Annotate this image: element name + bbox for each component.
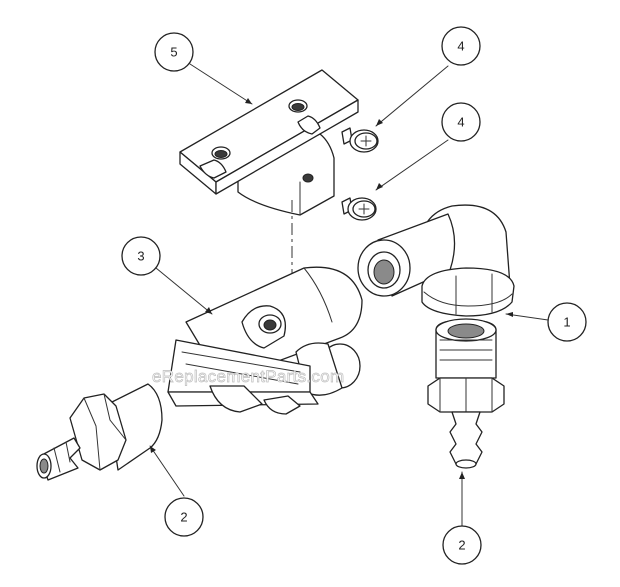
callout-3-label: 3 [137,249,144,264]
watermark: eReplacementParts.com [152,367,344,386]
callout-4-upper: 4 [441,26,481,66]
callout-5-label: 5 [170,45,177,60]
valve-body [167,266,363,415]
callout-3: 3 [121,236,161,276]
callout-1: 1 [547,302,587,342]
callout-4-upper-label: 4 [457,39,464,54]
callout-2-left: 2 [164,497,204,537]
callout-5: 5 [154,32,194,72]
screw-lower [341,197,377,221]
hose-barb-left [36,383,163,481]
callout-4-lower: 4 [441,102,481,142]
screw-upper [341,127,379,153]
elbow-fitting [357,204,515,317]
callout-4-lower-label: 4 [457,115,464,130]
hose-barb-right [427,318,505,469]
callout-2-right-label: 2 [458,538,465,553]
callout-1-label: 1 [563,315,570,330]
callout-2-left-label: 2 [180,510,187,525]
leader-lines [149,63,549,527]
mounting-bracket [179,69,359,216]
callout-2-right: 2 [442,525,482,565]
